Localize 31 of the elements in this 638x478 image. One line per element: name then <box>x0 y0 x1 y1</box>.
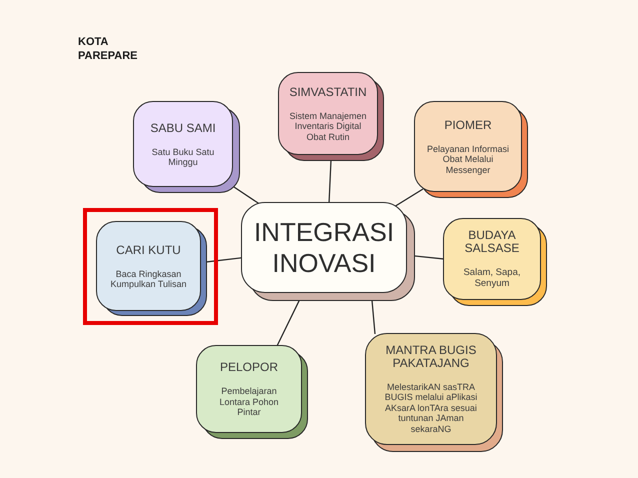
card-title: PIOMER <box>444 118 492 132</box>
card-title: SIMVASTATIN <box>289 84 367 99</box>
idea-card <box>196 345 308 439</box>
idea-card <box>365 333 503 452</box>
card-title: PELOPOR <box>220 360 278 374</box>
card-description: Pembelajaran Lontara Pohon Pintar <box>218 386 280 418</box>
card-description: Pelayanan Informasi Obat Melalui Messenger <box>426 144 510 176</box>
connector-line <box>234 186 260 204</box>
central-topic-card <box>241 202 415 301</box>
connector-line <box>276 299 300 346</box>
connector-line <box>394 188 424 208</box>
idea-card <box>133 101 240 193</box>
card-title: SABU SAMI <box>150 120 216 134</box>
card-description: Sistem Manajemen Inventaris Digital Obat Rutin <box>288 110 368 142</box>
card-description: Salam, Sapa, Senyum <box>462 267 522 289</box>
card-title: CARI KUTU <box>116 242 181 256</box>
idea-card <box>278 72 384 161</box>
idea-card <box>414 101 528 198</box>
card-title: MANTRA BUGIS PAKATAJANG <box>384 344 478 370</box>
card-description: Satu Buku Satu Minggu <box>150 146 216 168</box>
idea-card <box>96 221 207 316</box>
connector-line <box>413 255 444 260</box>
connector-line <box>328 160 332 204</box>
central-topic-title: INTEGRASI INOVASI <box>254 216 394 278</box>
card-title: BUDAYA SALSASE <box>464 229 520 255</box>
city-name: KOTA PAREPARE <box>78 35 138 63</box>
idea-card <box>443 218 547 306</box>
connector-line <box>206 257 243 263</box>
card-description: MelestarikAN sasTRA BUGIS melalui aPlikasi AKsarA lonTAra sesuai tuntunan JAman sekaraNG <box>384 382 478 434</box>
card-description: Baca Ringkasan Kumpulkan Tulisan <box>109 268 188 290</box>
connector-line <box>371 299 376 334</box>
